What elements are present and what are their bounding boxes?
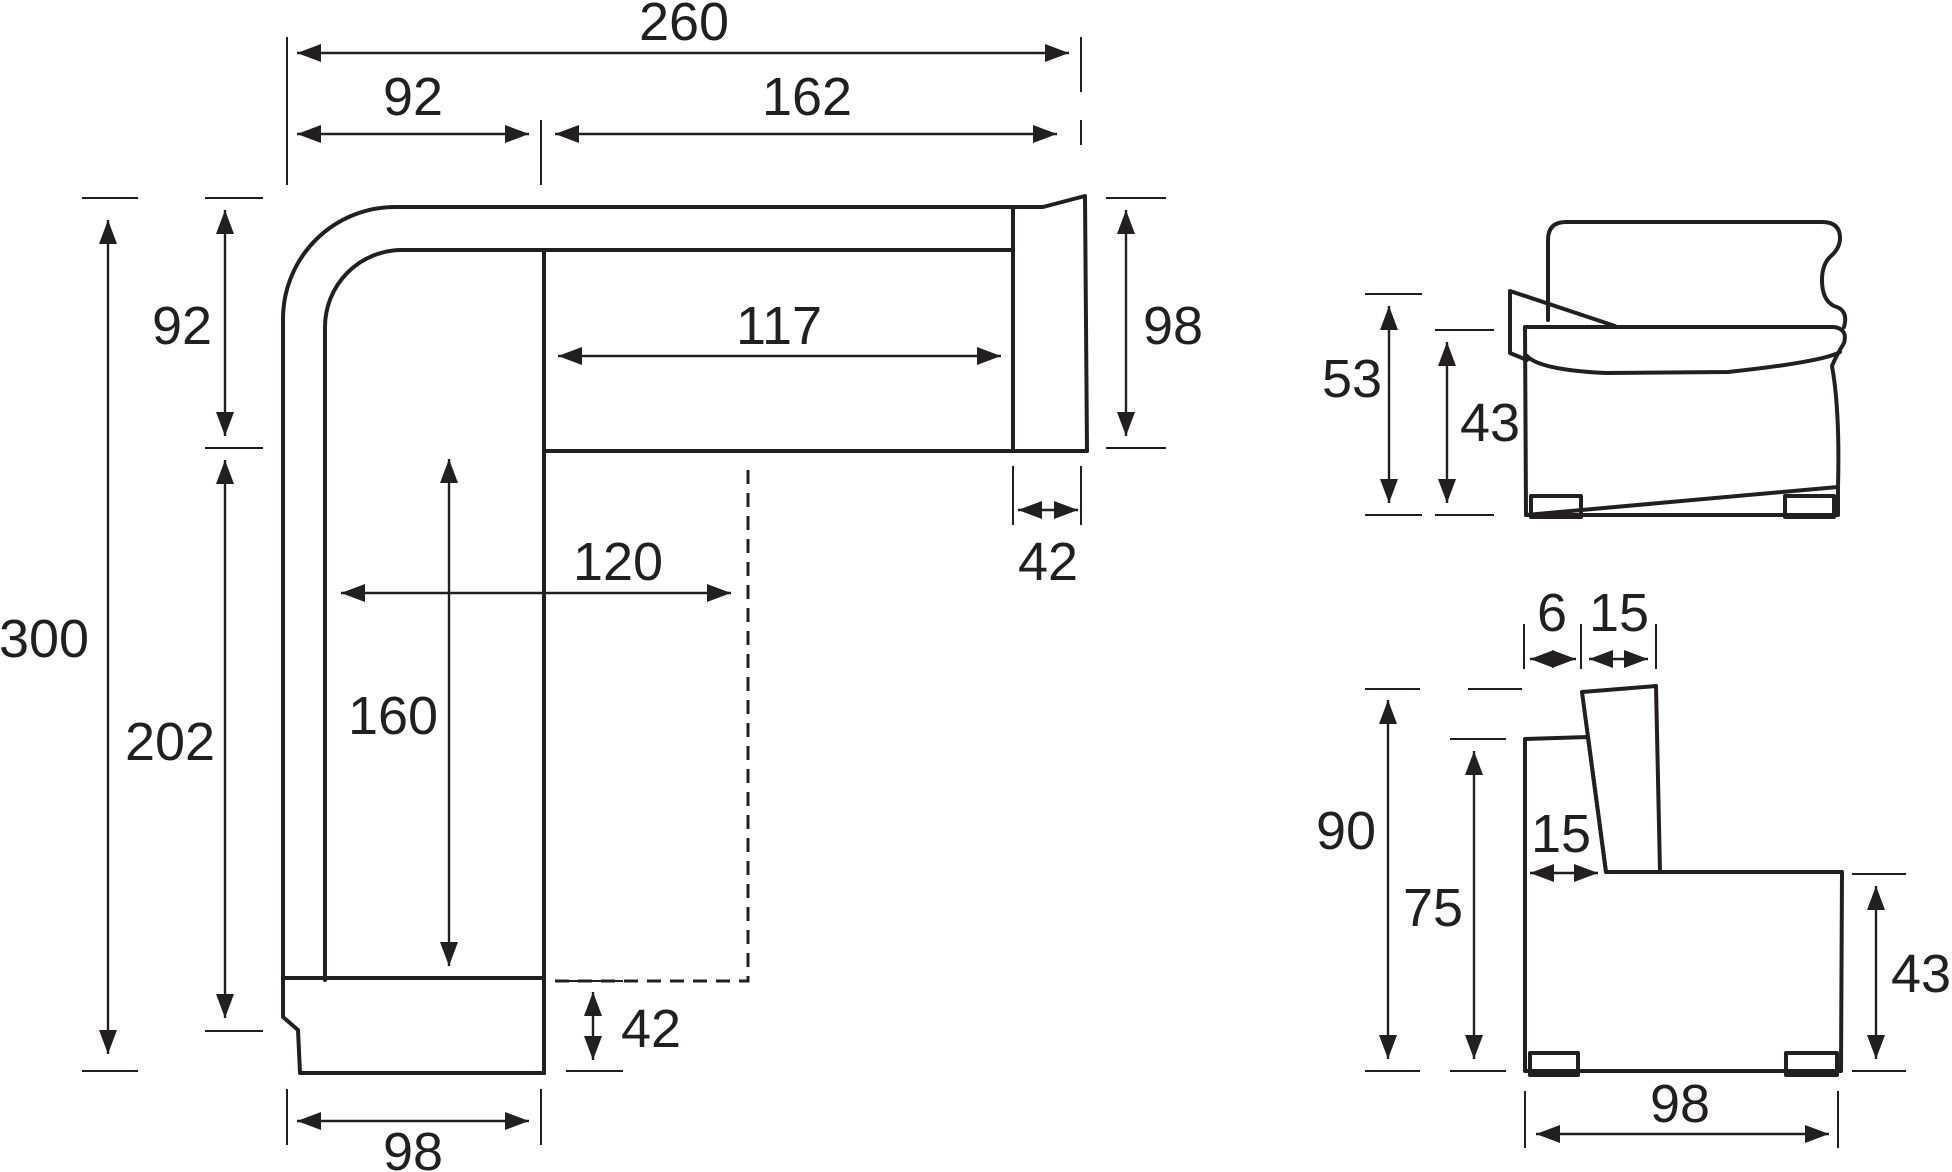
dim-inner-offset: 15: [1531, 804, 1591, 864]
plan-extension-lines: [82, 37, 1166, 1145]
dim-side-total-height: 90: [1316, 801, 1376, 861]
side-backrest: [1580, 684, 1662, 874]
front-backrest: [1546, 220, 1848, 329]
corner-sofa-outline: [281, 205, 1015, 1075]
dim-lower-height: 202: [125, 712, 215, 772]
dim-armrest-height: 75: [1403, 878, 1463, 938]
dim-bottom-armrest: 42: [621, 999, 681, 1059]
dim-bed-width: 120: [573, 532, 663, 592]
dim-side-depth: 98: [1143, 296, 1203, 356]
right-armrest: [1011, 194, 1089, 453]
side-leg-right: [1784, 1051, 1839, 1077]
dim-long-side-width: 162: [762, 67, 852, 127]
front-view: 53 43: [1322, 220, 1848, 519]
side-body: [1523, 735, 1844, 1073]
dim-front-total-height: 53: [1322, 349, 1382, 409]
dim-side-seat-height: 43: [1891, 944, 1951, 1004]
side-leg-left: [1528, 1051, 1580, 1077]
side-dimension-lines: [1365, 624, 1906, 1148]
dim-seat-length: 117: [736, 296, 822, 356]
dim-corner-height: 92: [152, 296, 212, 356]
plan-dimension-arrows: [99, 44, 1135, 1130]
dim-bottom-depth: 98: [383, 1122, 443, 1172]
side-view: 6 15 90 75 15 43 98: [1316, 583, 1951, 1148]
dim-armrest-width: 42: [1018, 532, 1078, 592]
dim-back-offset: 6: [1537, 583, 1567, 643]
dim-front-seat-height: 43: [1460, 393, 1520, 453]
dim-bed-length: 160: [348, 686, 438, 746]
plan-view: 260 92 162 300 92 202 98 117 42 120 160 …: [0, 0, 1203, 1172]
dim-corner-width: 92: [383, 67, 443, 127]
front-seat-base: [1523, 325, 1847, 517]
front-seat-cushion: [1525, 350, 1842, 375]
front-dimension-lines: [1365, 293, 1494, 516]
dim-overall-height: 300: [0, 609, 89, 669]
front-armrest: [1508, 289, 1617, 362]
dim-back-thickness: 15: [1589, 583, 1649, 643]
front-base-line: [1524, 485, 1840, 517]
dim-side-depth: 98: [1650, 1074, 1710, 1134]
dim-overall-width: 260: [639, 0, 729, 52]
backrest-inner-line: [323, 248, 1015, 982]
